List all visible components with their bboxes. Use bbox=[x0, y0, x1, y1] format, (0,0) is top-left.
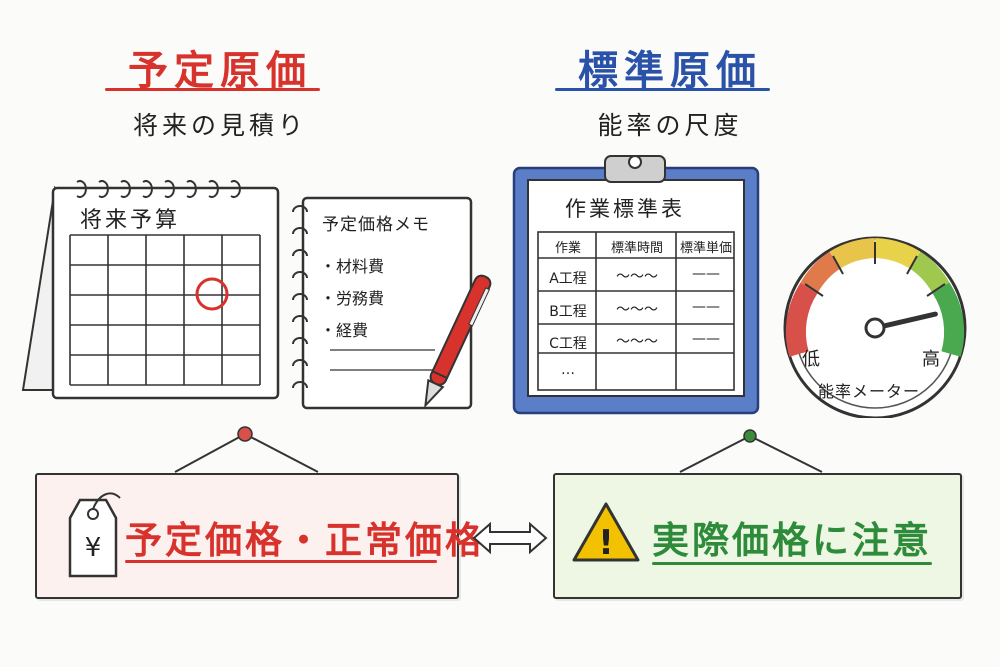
table-header-standard-rate: 標準単価 bbox=[679, 241, 732, 256]
right-sign-text: 実際価格に注意 bbox=[652, 519, 932, 562]
gauge-low-label: 低 bbox=[802, 349, 820, 370]
right-title-underline bbox=[555, 88, 770, 91]
right-title: 標準原価 bbox=[578, 48, 762, 94]
calendar-circle-mark bbox=[195, 277, 229, 311]
table-header-standard-time: 標準時間 bbox=[610, 241, 663, 256]
left-subtitle: 将来の見積り bbox=[132, 111, 307, 140]
table-row-more: … bbox=[561, 362, 575, 378]
table-row-a-time: 〜〜〜 bbox=[616, 269, 658, 285]
desk-calendar bbox=[21, 180, 280, 400]
clipboard-title: 作業標準表 bbox=[565, 197, 685, 221]
calendar-label: 将来予算 bbox=[80, 208, 181, 233]
table-row-b-task: B工程 bbox=[549, 304, 587, 320]
green-pin-icon bbox=[743, 429, 757, 443]
memo-item-labor: ・労務費 bbox=[320, 289, 385, 308]
warning-symbol: ! bbox=[598, 523, 614, 563]
table-row-b-rate: —— bbox=[692, 299, 720, 315]
left-title-underline bbox=[105, 88, 320, 91]
table-row-a-rate: —— bbox=[692, 266, 720, 282]
table-row-c-rate: —— bbox=[692, 331, 720, 347]
efficiency-gauge bbox=[783, 236, 967, 418]
left-sign-underline bbox=[125, 560, 437, 563]
memo-title: 予定価格メモ bbox=[322, 215, 430, 235]
clipboard bbox=[512, 155, 760, 415]
table-header-task: 作業 bbox=[554, 241, 581, 256]
right-subtitle: 能率の尺度 bbox=[597, 111, 743, 140]
left-sign-text: 予定価格・正常価格 bbox=[125, 519, 485, 562]
gauge-high-label: 高 bbox=[922, 349, 940, 370]
left-title: 予定原価 bbox=[128, 48, 312, 94]
double-arrow-icon bbox=[472, 521, 548, 555]
table-row-b-time: 〜〜〜 bbox=[616, 302, 658, 318]
table-row-c-time: 〜〜〜 bbox=[616, 334, 658, 350]
warning-icon: ! bbox=[572, 502, 640, 563]
right-sign-underline bbox=[652, 562, 932, 565]
memo-item-expense: ・経費 bbox=[320, 321, 369, 340]
table-row-a-task: A工程 bbox=[549, 271, 587, 287]
pen-icon bbox=[424, 274, 492, 409]
yen-symbol: ¥ bbox=[85, 533, 102, 563]
memo-item-material: ・材料費 bbox=[320, 257, 385, 276]
red-pin-icon bbox=[237, 426, 253, 442]
gauge-caption: 能率メーター bbox=[818, 382, 921, 401]
price-tag-icon: ¥ bbox=[68, 492, 121, 578]
table-row-c-task: C工程 bbox=[549, 336, 587, 352]
sign-hangers bbox=[174, 426, 823, 473]
